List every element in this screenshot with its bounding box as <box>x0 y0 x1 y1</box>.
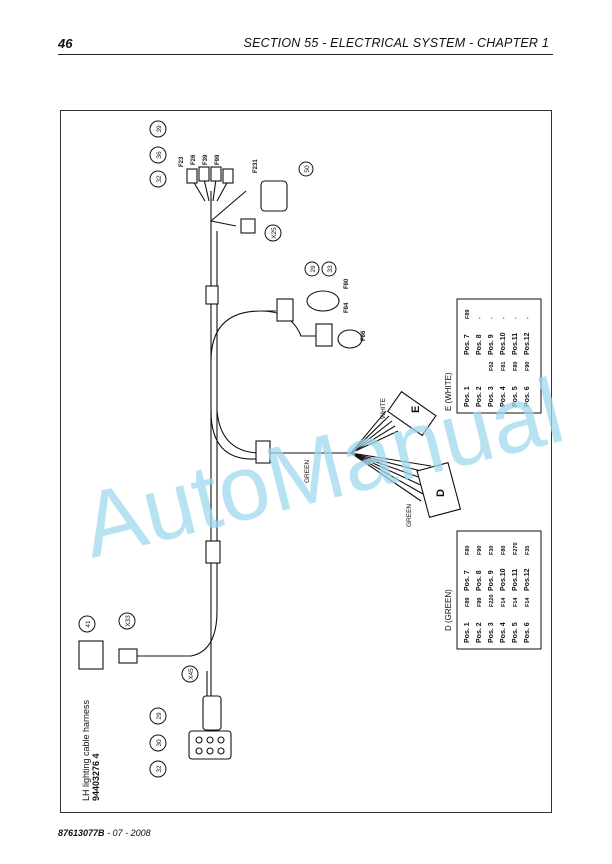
tbl-e-pos-2-3: Pos.10 <box>500 332 507 355</box>
branch-f80 <box>210 310 276 362</box>
tbl-e-pos-2-4: Pos.11 <box>512 333 519 355</box>
tbl-d-code-3-2: F30 <box>489 546 495 555</box>
footer-date: - 07 - 2008 <box>107 828 151 838</box>
tbl-e-code-3-2: - <box>489 317 495 319</box>
tbl-e-code-3-4: - <box>513 317 519 319</box>
tbl-e-code-3-5: - <box>525 317 531 319</box>
tbl-e-pos-2-0: Pos. 7 <box>464 334 471 355</box>
tbl-d-code-1-5: F14 <box>525 597 531 607</box>
branch-ed <box>216 410 351 454</box>
page-number: 46 <box>58 36 73 51</box>
label-f80: F80 <box>344 278 350 289</box>
part-number: 94403276 4 <box>91 753 101 801</box>
label-e: E <box>410 406 422 413</box>
ref-29-bottom: 29 <box>156 712 163 720</box>
tbl-d-pos-2-0: Pos. 7 <box>464 570 471 591</box>
diagram-frame: 39 36 32 50 X25 29 33 41 X33 X45 29 30 3… <box>60 110 552 813</box>
label-f99: F99 <box>215 154 221 165</box>
label-d: D <box>435 489 447 497</box>
harness-diagram: 39 36 32 50 X25 29 33 41 X33 X45 29 30 3… <box>78 120 542 801</box>
tbl-d-pos-2-3: Pos.10 <box>500 568 507 591</box>
table-d-title: D (GREEN) <box>444 589 453 631</box>
tbl-e-pos-2-1: Pos. 8 <box>476 334 483 355</box>
tbl-e-code-1-2: F02 <box>489 362 495 371</box>
ref-32-bottom: 32 <box>156 765 163 773</box>
tbl-d-code-3-5: F35 <box>525 546 531 555</box>
ref-33: 33 <box>327 265 334 273</box>
tbl-e-pos-0-5: Pos. 6 <box>524 386 531 407</box>
ref-36: 36 <box>156 151 163 159</box>
tbl-d-pos-0-2: Pos. 3 <box>488 622 495 643</box>
tbl-e-pos-2-2: Pos. 9 <box>488 334 495 355</box>
tbl-d-pos-2-2: Pos. 9 <box>488 570 495 591</box>
ref-x33: X33 <box>125 615 132 627</box>
tbl-e-pos-0-2: Pos. 3 <box>488 386 495 407</box>
side-branch-x33 <box>136 231 218 657</box>
tbl-e-pos-0-1: Pos. 2 <box>476 386 483 407</box>
tbl-d-code-3-0: F80 <box>465 546 471 555</box>
table-e-title: E (WHITE) <box>444 372 453 411</box>
ref-50: 50 <box>304 165 311 173</box>
doc-code: 87613077B <box>58 828 105 838</box>
tbl-e-pos-0-0: Pos. 1 <box>464 386 471 407</box>
tbl-d-pos-2-4: Pos.11 <box>512 569 519 591</box>
connector-8pin <box>188 730 232 760</box>
page-header: 46 SECTION 55 - ELECTRICAL SYSTEM - CHAP… <box>58 34 553 55</box>
label-f231: F231 <box>253 159 259 173</box>
tbl-d-pos-2-5: Pos.12 <box>524 568 531 591</box>
connector-41 <box>78 640 104 670</box>
tbl-d-pos-0-5: Pos. 6 <box>524 622 531 643</box>
tbl-d-code-3-1: F90 <box>477 546 483 555</box>
tbl-d-code-1-2: F220 <box>489 594 495 607</box>
connector-f80 <box>306 290 340 312</box>
page-footer: 87613077B - 07 - 2008 <box>58 828 151 838</box>
label-f86: F86 <box>361 330 367 341</box>
tbl-d-pos-0-1: Pos. 2 <box>476 622 483 643</box>
label-f23: F23 <box>179 156 185 167</box>
tbl-d-code-1-0: F89 <box>465 598 471 607</box>
diagram-title: LH lighting cable harness <box>81 699 91 801</box>
ref-41: 41 <box>85 620 92 628</box>
tbl-e-code-1-4: F80 <box>513 362 519 371</box>
tbl-e-code-1-5: F90 <box>525 362 531 371</box>
label-green-d: GREEN <box>406 504 413 527</box>
tbl-d-code-1-3: F14 <box>501 597 507 607</box>
tbl-d-pos-2-1: Pos. 8 <box>476 570 483 591</box>
ref-32: 32 <box>156 175 163 183</box>
label-white: WHITE <box>380 397 387 419</box>
label-green-main: GREEN <box>304 460 311 483</box>
tbl-e-pos-0-4: Pos. 5 <box>512 386 519 407</box>
connector-x45 <box>202 695 222 731</box>
table-d: D (GREEN) Pos. 1 Pos. 2 Pos. 3 Pos. 4 Pos. 5… <box>444 530 542 650</box>
tbl-e-pos-2-5: Pos.12 <box>524 332 531 355</box>
connector-f231 <box>260 180 288 212</box>
tbl-d-pos-0-3: Pos. 4 <box>500 622 507 643</box>
tbl-d-code-1-1: F99 <box>477 598 483 607</box>
tbl-e-code-3-3: - <box>501 317 507 319</box>
label-f26: F26 <box>191 154 197 165</box>
tbl-e-code-3-1: - <box>477 317 483 319</box>
ref-x45: X45 <box>188 668 195 680</box>
tbl-e-pos-0-3: Pos. 4 <box>500 386 507 407</box>
ref-x25: X25 <box>271 227 278 239</box>
tbl-d-pos-0-0: Pos. 1 <box>464 622 471 643</box>
tbl-d-code-3-3: F80 <box>501 546 507 555</box>
label-f39: F39 <box>203 154 209 165</box>
tbl-e-code-1-3: F81 <box>501 362 507 371</box>
section-title: SECTION 55 - ELECTRICAL SYSTEM - CHAPTER… <box>243 36 549 50</box>
tbl-d-pos-0-4: Pos. 5 <box>512 622 519 643</box>
connector-d <box>416 462 462 519</box>
tbl-e-code-3-0: F89 <box>465 310 471 319</box>
table-e: E (WHITE) Pos. 1 Pos. 2 Pos. 3 Pos. 4 Pos. 5… <box>444 298 542 414</box>
tbl-d-code-3-4: F270 <box>513 542 519 555</box>
tbl-d-code-1-4: F14 <box>513 597 519 607</box>
ref-30: 30 <box>156 739 163 747</box>
connector-e <box>386 390 437 437</box>
ref-39: 39 <box>156 125 163 133</box>
ref-29: 29 <box>310 265 317 273</box>
label-f84: F84 <box>344 302 350 313</box>
